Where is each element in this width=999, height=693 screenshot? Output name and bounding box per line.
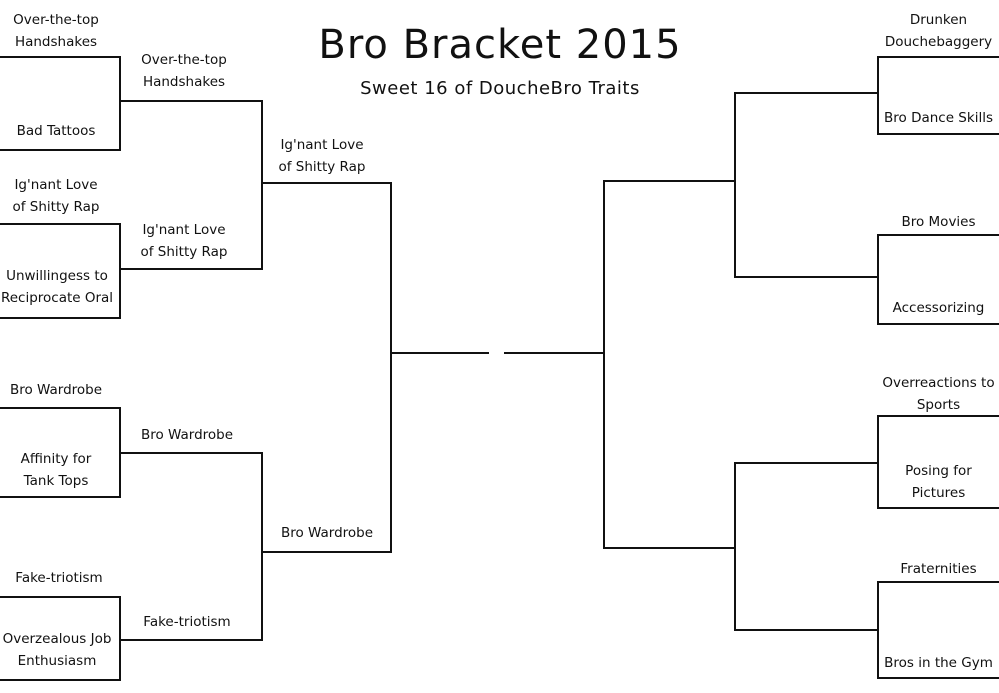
left-r1-entry-7: Fake-triotism	[15, 570, 103, 586]
right-r1-entry-1: Drunken Douchebaggery	[884, 12, 993, 50]
right-r1-entry-7: Fraternities	[900, 561, 977, 577]
left-r1-entry-2: Bad Tattoos	[16, 123, 96, 139]
left-r1-entry-8: Overzealous Job Enthusiasm	[2, 631, 112, 669]
right-r1-entry-4: Accessorizing	[892, 300, 985, 316]
right-r1-entry-8: Bros in the Gym	[884, 655, 993, 671]
right-r1-entry-2: Bro Dance Skills	[884, 110, 993, 126]
right-r1-entry-5: Overreactions to Sports	[882, 375, 995, 413]
left-r2-entry-4: Fake-triotism	[143, 614, 231, 630]
left-r3-entry-1: Ig'nant Love of Shitty Rap	[278, 137, 366, 175]
page-subtitle: Sweet 16 of DoucheBro Traits	[360, 78, 640, 99]
left-r3-entry-2: Bro Wardrobe	[280, 525, 374, 541]
left-r1-entry-5: Bro Wardrobe	[9, 382, 103, 398]
left-r2-entry-1: Over-the-top Handshakes	[141, 52, 227, 90]
left-r1-entry-6: Affinity for Tank Tops	[20, 451, 92, 489]
right-r1-entry-6: Posing for Pictures	[905, 463, 972, 501]
left-r1-entry-4: Unwillingess to Reciprocate Oral	[0, 268, 114, 306]
page-title: Bro Bracket 2015	[318, 22, 682, 68]
left-r2-entry-2: Ig'nant Love of Shitty Rap	[140, 222, 228, 260]
left-r1-entry-1: Over-the-top Handshakes	[13, 12, 99, 50]
left-r2-entry-3: Bro Wardrobe	[140, 427, 234, 443]
right-r1-entry-3: Bro Movies	[901, 214, 976, 230]
left-r1-entry-3: Ig'nant Love of Shitty Rap	[12, 177, 100, 215]
